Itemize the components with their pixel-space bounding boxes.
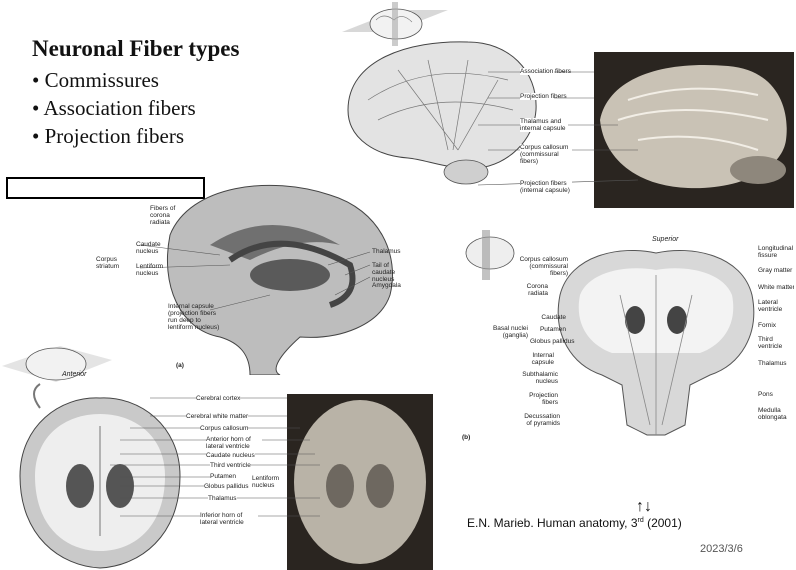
label-corpus-callosum-c: Corpus callosum [200,425,248,432]
label-globus-pallidus-c: Globus pallidus [204,483,248,490]
label-gray-matter: Gray matter [758,267,794,274]
orientation-brain-icon [342,2,448,46]
label-lateral-ventricle: Lateral ventricle [758,299,794,313]
label-pons: Pons [758,391,773,398]
bullet-association: Association fibers [32,94,196,122]
label-superior: Superior [652,236,679,243]
label-projection-internal-capsule: Projection fibers (internal capsule) [520,180,572,194]
label-basal-nuclei: Basal nuclei (ganglia) [486,325,528,339]
label-subthalamic: Subthalamic nucleus [518,371,558,385]
label-inferior-horn: Inferior horn of lateral ventricle [200,512,258,526]
label-projection-fibers: Projection fibers [520,93,554,100]
label-cc-commissural: Corpus callosum (commissural fibers) [510,256,568,277]
label-anterior-horn: Anterior horn of lateral ventricle [206,436,262,450]
label-corpus-striatum: Corpus striatum [96,256,122,270]
label-lentiform-nucleus-c: Lentiform nucleus [252,475,282,489]
label-tail-caudate: Tail of caudate nucleus [372,262,408,283]
panel-label-b: (b) [462,434,470,441]
label-putamen: Putamen [536,326,566,333]
label-internal-capsule-b: Internal capsule [524,352,554,366]
label-medulla: Medulla oblongata [758,407,794,421]
label-internal-capsule: Internal capsule (projection fibers run … [168,303,220,331]
label-thalamus-c: Thalamus [208,495,237,502]
label-putamen-c: Putamen [210,473,236,480]
label-cerebral-white-matter: Cerebral white matter [186,413,248,420]
label-association-fibers: Association fibers [520,68,554,75]
label-projection-fibers-b: Projection fibers [528,392,558,406]
label-corona-radiata: Fibers of corona radiata [150,205,190,226]
label-third-ventricle: Third ventricle [758,336,788,350]
label-third-ventricle-c: Third ventricle [210,462,251,469]
label-globus-pallidus: Globus pallidus [530,338,566,345]
bullet-commissures: Commissures [32,66,196,94]
label-thalamus: Thalamus [372,248,401,255]
label-corona-radiata-b: Corona radiata [518,283,548,297]
label-caudate-nucleus: Caudate nucleus [136,241,166,255]
label-thalamus-internal-capsule: Thalamus and internal capsule [520,118,568,132]
citation: E.N. Marieb. Human anatomy, 3rd (2001) [467,516,682,530]
label-amygdala: Amygdala [372,282,401,289]
bullet-list: Commissures Association fibers Projectio… [32,66,196,150]
citation-prefix: E.N. Marieb. Human anatomy, 3 [467,516,638,530]
slide-title: Neuronal Fiber types [32,36,239,62]
label-longitudinal-fissure: Longitudinal fissure [758,245,794,259]
lateral-brain-drawing [348,42,536,168]
label-thalamus-b: Thalamus [758,360,787,367]
label-fornix: Fornix [758,322,776,329]
label-caudate-nucleus-c: Caudate nucleus [206,452,255,459]
slide-date: 2023/3/6 [700,543,743,555]
label-corpus-callosum: Corpus callosum (commissural fibers) [520,144,572,165]
arrows-symbol: ↑↓ [636,498,652,516]
label-decussation: Decussation of pyramids [520,413,560,427]
label-white-matter: White matter [758,284,794,291]
label-cerebral-cortex: Cerebral cortex [196,395,240,402]
label-lentiform-nucleus: Lentiform nucleus [136,263,166,277]
bullet-projection: Projection fibers [32,122,196,150]
orientation-brain-icon-2 [466,230,514,280]
citation-suffix: (2001) [644,516,682,530]
label-anterior: Anterior [61,371,87,378]
label-caudate: Caudate [536,314,566,321]
